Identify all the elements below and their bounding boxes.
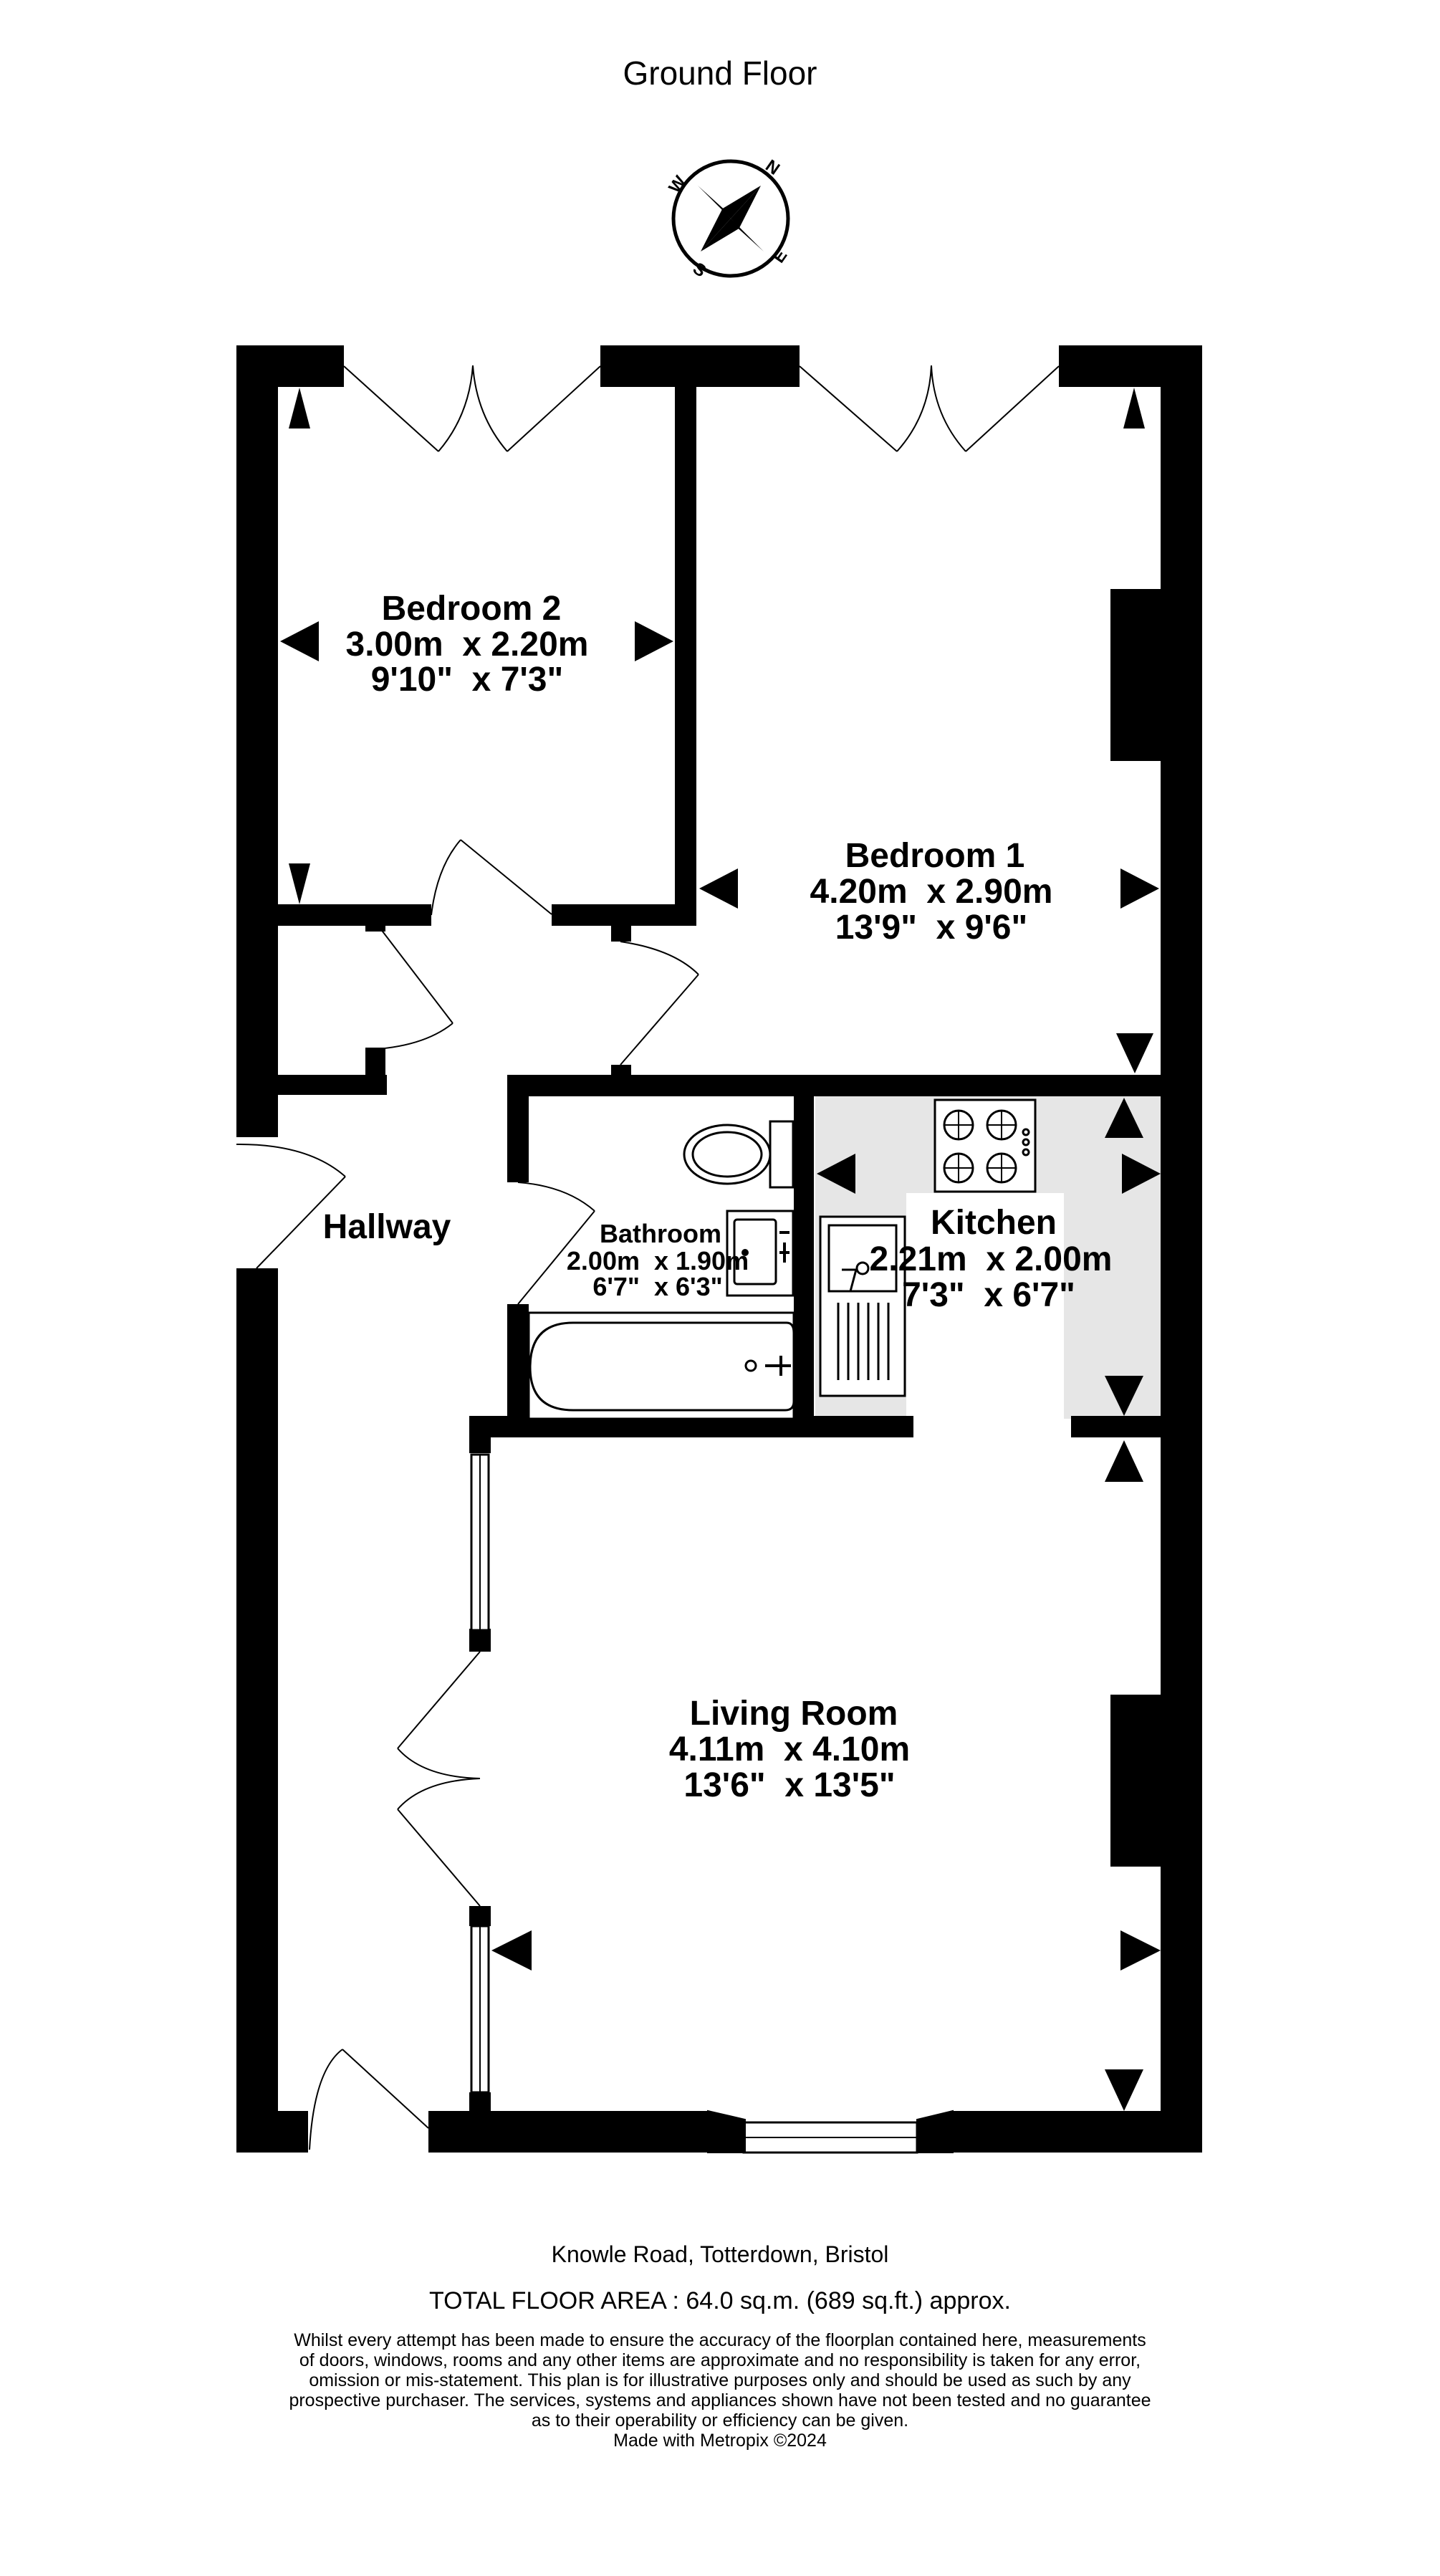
disclaimer-line: as to their operability or efficiency ca… [531,2410,909,2431]
living-metric: 4.11m x 4.10m [669,1730,910,1768]
hob-icon [933,1098,1037,1193]
total-floor-area: TOTAL FLOOR AREA : 64.0 sq.m. (689 sq.ft… [429,2287,1011,2314]
sink-icon [819,1215,906,1397]
bedroom1-metric: 4.20m x 2.90m [810,873,1053,911]
bathroom-name: Bathroom [600,1219,721,1248]
hallway-name: Hallway [323,1208,451,1246]
bedroom2-imperial: 9'10" x 7'3" [371,661,564,699]
disclaimer-line: of doors, windows, rooms and any other i… [299,2350,1141,2370]
compass-n: N [762,156,783,179]
disclaimer-line: Whilst every attempt has been made to en… [294,2330,1146,2350]
toilet-icon [683,1120,795,1189]
bedroom1-name: Bedroom 1 [845,837,1025,875]
bathroom-imperial: 6'7" x 6'3" [592,1272,722,1301]
compass-icon: N E S W [665,156,791,282]
fixtures [527,1098,1037,1420]
compass-w: W [665,172,690,196]
floor-title: Ground Floor [623,54,817,92]
basin-icon [726,1210,795,1297]
bath-icon [527,1311,795,1420]
kitchen-name: Kitchen [931,1204,1057,1242]
walls [236,345,1202,2153]
living-imperial: 13'6" x 13'5" [683,1766,895,1804]
room-labels: Bedroom 2 3.00m x 2.20m 9'10" x 7'3" Bed… [323,590,1113,1804]
bedroom2-metric: 3.00m x 2.20m [346,626,589,664]
disclaimer-line: omission or mis-statement. This plan is … [309,2370,1131,2390]
dimension-arrows [280,388,1161,2111]
kitchen-metric: 2.21m x 2.00m [870,1240,1113,1278]
disclaimer-line: prospective purchaser. The services, sys… [289,2390,1151,2410]
address: Knowle Road, Totterdown, Bristol [551,2241,889,2267]
credit: Made with Metropix ©2024 [613,2431,827,2451]
kitchen-imperial: 7'3" x 6'7" [902,1276,1075,1314]
bathroom-metric: 2.00m x 1.90m [567,1246,749,1275]
bedroom2-name: Bedroom 2 [382,590,562,628]
openings [236,365,1060,2154]
disclaimer: Whilst every attempt has been made to en… [0,2330,1440,2451]
living-name: Living Room [690,1695,898,1733]
bedroom1-imperial: 13'9" x 9'6" [835,909,1028,947]
